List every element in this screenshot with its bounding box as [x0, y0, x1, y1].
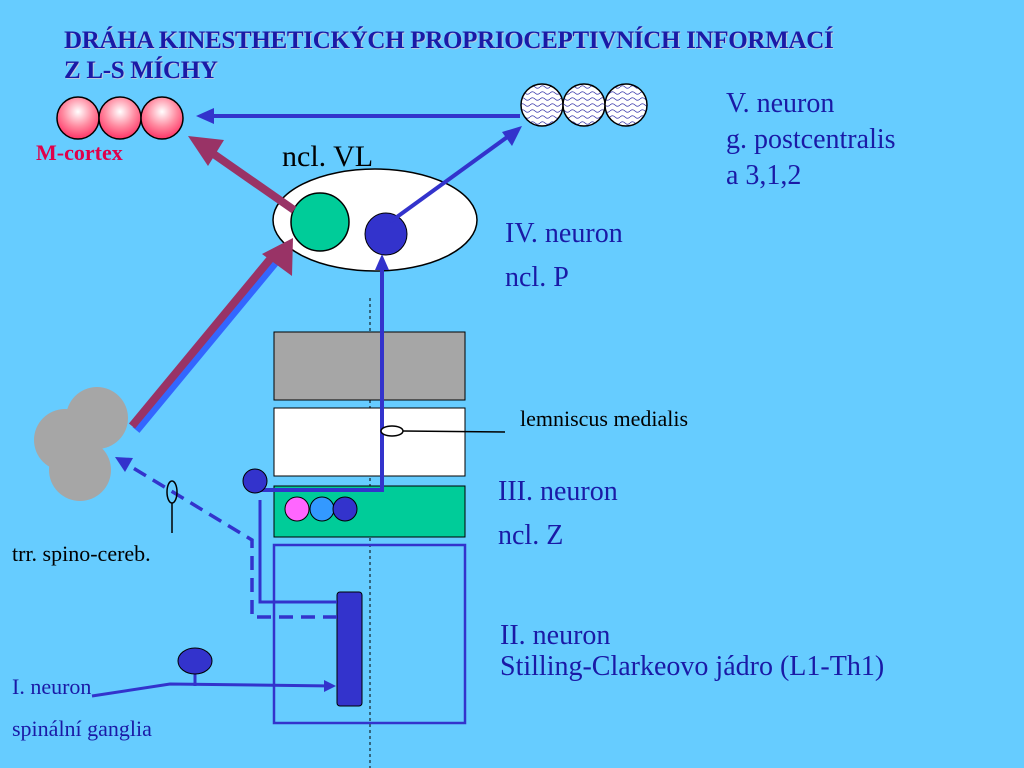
neuron3-label: III. neuron ncl. Z — [498, 476, 618, 551]
m-cortex-label: M-cortex — [36, 140, 123, 165]
brainstem-block-gray — [273, 331, 466, 401]
neuron3-cell — [242, 468, 268, 494]
ncl-z-cells — [284, 496, 358, 522]
thalamocortical-path — [388, 126, 522, 224]
neuron5-label: V. neuron g. postcentralis a 3,1,2 — [726, 88, 896, 191]
ncl-vl-label: ncl. VL — [282, 140, 374, 173]
ncl-vl-cell — [290, 192, 350, 252]
clarke-nucleus — [336, 591, 363, 707]
neuron4-label: IV. neuron ncl. P — [505, 218, 623, 293]
cerebellum — [34, 387, 128, 501]
neuron1-label: I. neuron spinální ganglia — [12, 674, 152, 741]
trr-spino-cereb-label: trr. spino-cereb. — [12, 541, 151, 566]
m-cortex-cells — [56, 96, 184, 140]
motor-arrows — [128, 136, 297, 433]
brainstem-block-white — [273, 407, 466, 477]
ncl-p-cell — [364, 212, 408, 256]
neuron2-label: II. neuron Stilling-Clarkeovo jádro (L1-… — [500, 620, 885, 682]
cortex-connection-arrow — [196, 108, 520, 124]
spinocerebellar-tract — [119, 458, 337, 619]
neuron1-path — [91, 647, 336, 698]
lemniscus-label: lemniscus medialis — [520, 406, 689, 431]
title-line-1: DRÁHA KINESTHETICKÝCH PROPRIOCEPTIVNÍCH … — [64, 27, 834, 54]
postcentral-cells — [520, 83, 648, 127]
clarke-to-z-path — [258, 500, 337, 604]
slide-title: DRÁHA KINESTHETICKÝCH PROPRIOCEPTIVNÍCH … — [64, 26, 834, 86]
title-line-2: Z L-S MÍCHY — [64, 57, 218, 84]
spinal-cord-block — [272, 543, 467, 725]
